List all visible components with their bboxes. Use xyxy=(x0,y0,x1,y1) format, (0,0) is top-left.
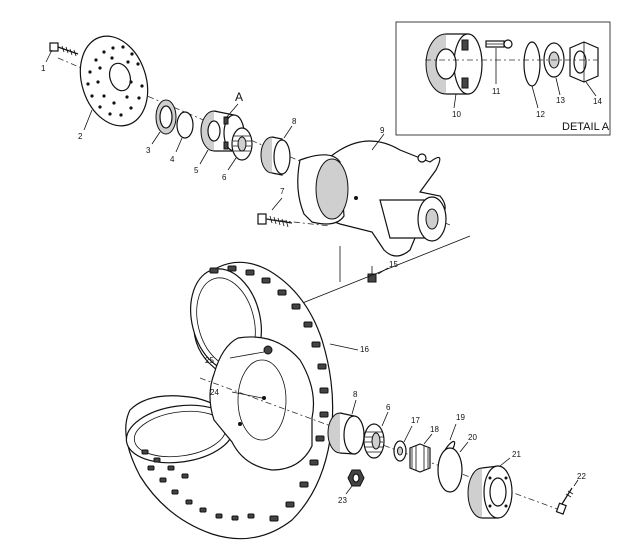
callout-23: 23 xyxy=(338,496,347,505)
part-1-bolt: 1 xyxy=(41,42,79,73)
part-14-axle-nut xyxy=(569,41,599,83)
part-20-ring: 20 xyxy=(437,433,477,493)
part-23-lug-nut: 23 xyxy=(338,469,365,505)
callout-19: 19 xyxy=(456,413,465,422)
part-8-bearing-race: 8 xyxy=(260,117,297,176)
detail-a-border xyxy=(395,21,611,136)
part-25-valve-stem: 25 xyxy=(205,351,265,365)
callout-8: 8 xyxy=(292,117,297,126)
part-24-rim xyxy=(209,336,315,471)
part-3-seal: 3 xyxy=(146,99,177,155)
callout-20: 20 xyxy=(468,433,477,442)
detail-a-inset: 10 11 12 13 14 DETAIL A xyxy=(395,21,611,136)
callout-16: 16 xyxy=(360,345,369,354)
reference-letter-a: A xyxy=(235,90,243,104)
callout-7: 7 xyxy=(280,187,285,196)
part-7-bolt: 7 xyxy=(257,187,331,228)
part-4-snap-ring: 4 xyxy=(170,111,194,164)
part-22-bolt: 22 xyxy=(555,472,586,515)
callout-6: 6 xyxy=(222,173,227,182)
callout-6-lower: 6 xyxy=(386,403,391,412)
part-6-bearing: 6 xyxy=(222,127,253,182)
part-5-hub-assembly: A 5 xyxy=(194,90,245,175)
callout-13: 13 xyxy=(556,96,565,105)
callout-11: 11 xyxy=(492,87,501,96)
callout-18: 18 xyxy=(430,425,439,434)
part-21-hub-cap: 21 xyxy=(467,450,521,519)
callout-3: 3 xyxy=(146,146,151,155)
assembly-line-hub-wheel xyxy=(299,235,471,305)
detail-a-title: DETAIL A xyxy=(562,121,610,133)
part-12-ring xyxy=(523,41,541,87)
callout-24: 24 xyxy=(210,388,219,397)
callout-21: 21 xyxy=(512,450,521,459)
part-6-lower-bearing: 6 xyxy=(363,403,391,459)
callout-25: 25 xyxy=(205,356,214,365)
part-10-hub-nut xyxy=(425,33,483,95)
callout-5: 5 xyxy=(194,166,199,175)
part-18-castle-nut: 18 xyxy=(409,425,439,473)
callout-1: 1 xyxy=(41,64,46,73)
part-9-spindle-knuckle: 9 xyxy=(297,126,447,257)
callout-15: 15 xyxy=(389,260,398,269)
callout-8-lower: 8 xyxy=(353,390,358,399)
callout-14: 14 xyxy=(593,97,602,106)
callout-10: 10 xyxy=(452,110,461,119)
part-2-brake-disc: 2 xyxy=(78,35,149,141)
part-11-cotter-pin xyxy=(485,39,513,49)
part-8-lower-bearing-race: 8 xyxy=(327,390,365,455)
callout-17: 17 xyxy=(411,416,420,425)
callout-9: 9 xyxy=(380,126,385,135)
callout-2: 2 xyxy=(78,132,83,141)
callout-22: 22 xyxy=(577,472,586,481)
callout-12: 12 xyxy=(536,110,545,119)
callout-24-leader: 24 xyxy=(210,388,263,399)
callout-4: 4 xyxy=(170,155,175,164)
part-17-washer: 17 xyxy=(393,416,420,462)
